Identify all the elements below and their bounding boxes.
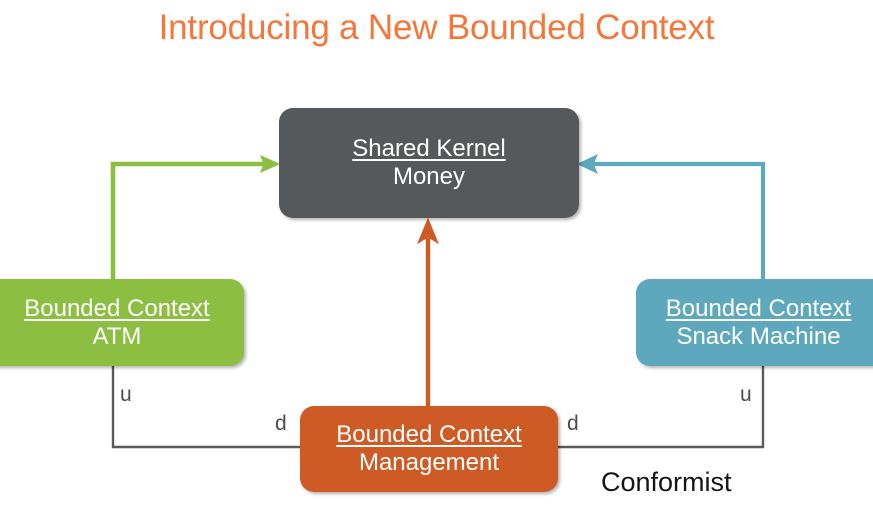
arrow-atm-to-shared-kernel	[110, 155, 281, 279]
arrow-snack-line	[590, 161, 766, 279]
arrow-management-head	[416, 217, 440, 245]
node-management-name: Management	[358, 449, 500, 476]
edge-label-downstream-right: d	[567, 412, 579, 435]
node-management-kind: Bounded Context	[336, 421, 522, 449]
arrow-atm-head	[260, 155, 281, 173]
edge-label-downstream-left: d	[275, 412, 287, 435]
node-bounded-context-management[interactable]: Bounded Context Management	[300, 406, 558, 492]
grey-path-right	[558, 366, 765, 449]
edge-label-upstream-right: u	[740, 383, 752, 406]
upstream-downstream-path	[111, 366, 765, 449]
arrow-management-to-shared-kernel	[416, 217, 440, 406]
node-bounded-context-snack-machine[interactable]: Bounded Context Snack Machine	[636, 279, 873, 366]
relationship-caption-conformist: Conformist	[601, 467, 732, 497]
arrow-snack-head	[576, 153, 599, 175]
node-snack-machine-name: Snack Machine	[676, 322, 841, 350]
arrow-snack-machine-to-shared-kernel	[576, 153, 766, 279]
node-snack-machine-kind: Bounded Context	[665, 294, 852, 322]
arrow-atm-line	[110, 161, 268, 279]
node-bounded-context-atm[interactable]: Bounded Context ATM	[0, 279, 244, 366]
edge-label-upstream-left: u	[120, 383, 132, 406]
node-atm-name: ATM	[92, 322, 142, 350]
node-shared-kernel-kind: Shared Kernel	[352, 135, 506, 163]
grey-path-left	[111, 366, 300, 449]
node-shared-kernel-name: Money	[392, 163, 466, 190]
node-shared-kernel[interactable]: Shared Kernel Money	[279, 108, 579, 218]
page-title: Introducing a New Bounded Context	[158, 8, 715, 47]
node-atm-kind: Bounded Context	[24, 294, 210, 322]
